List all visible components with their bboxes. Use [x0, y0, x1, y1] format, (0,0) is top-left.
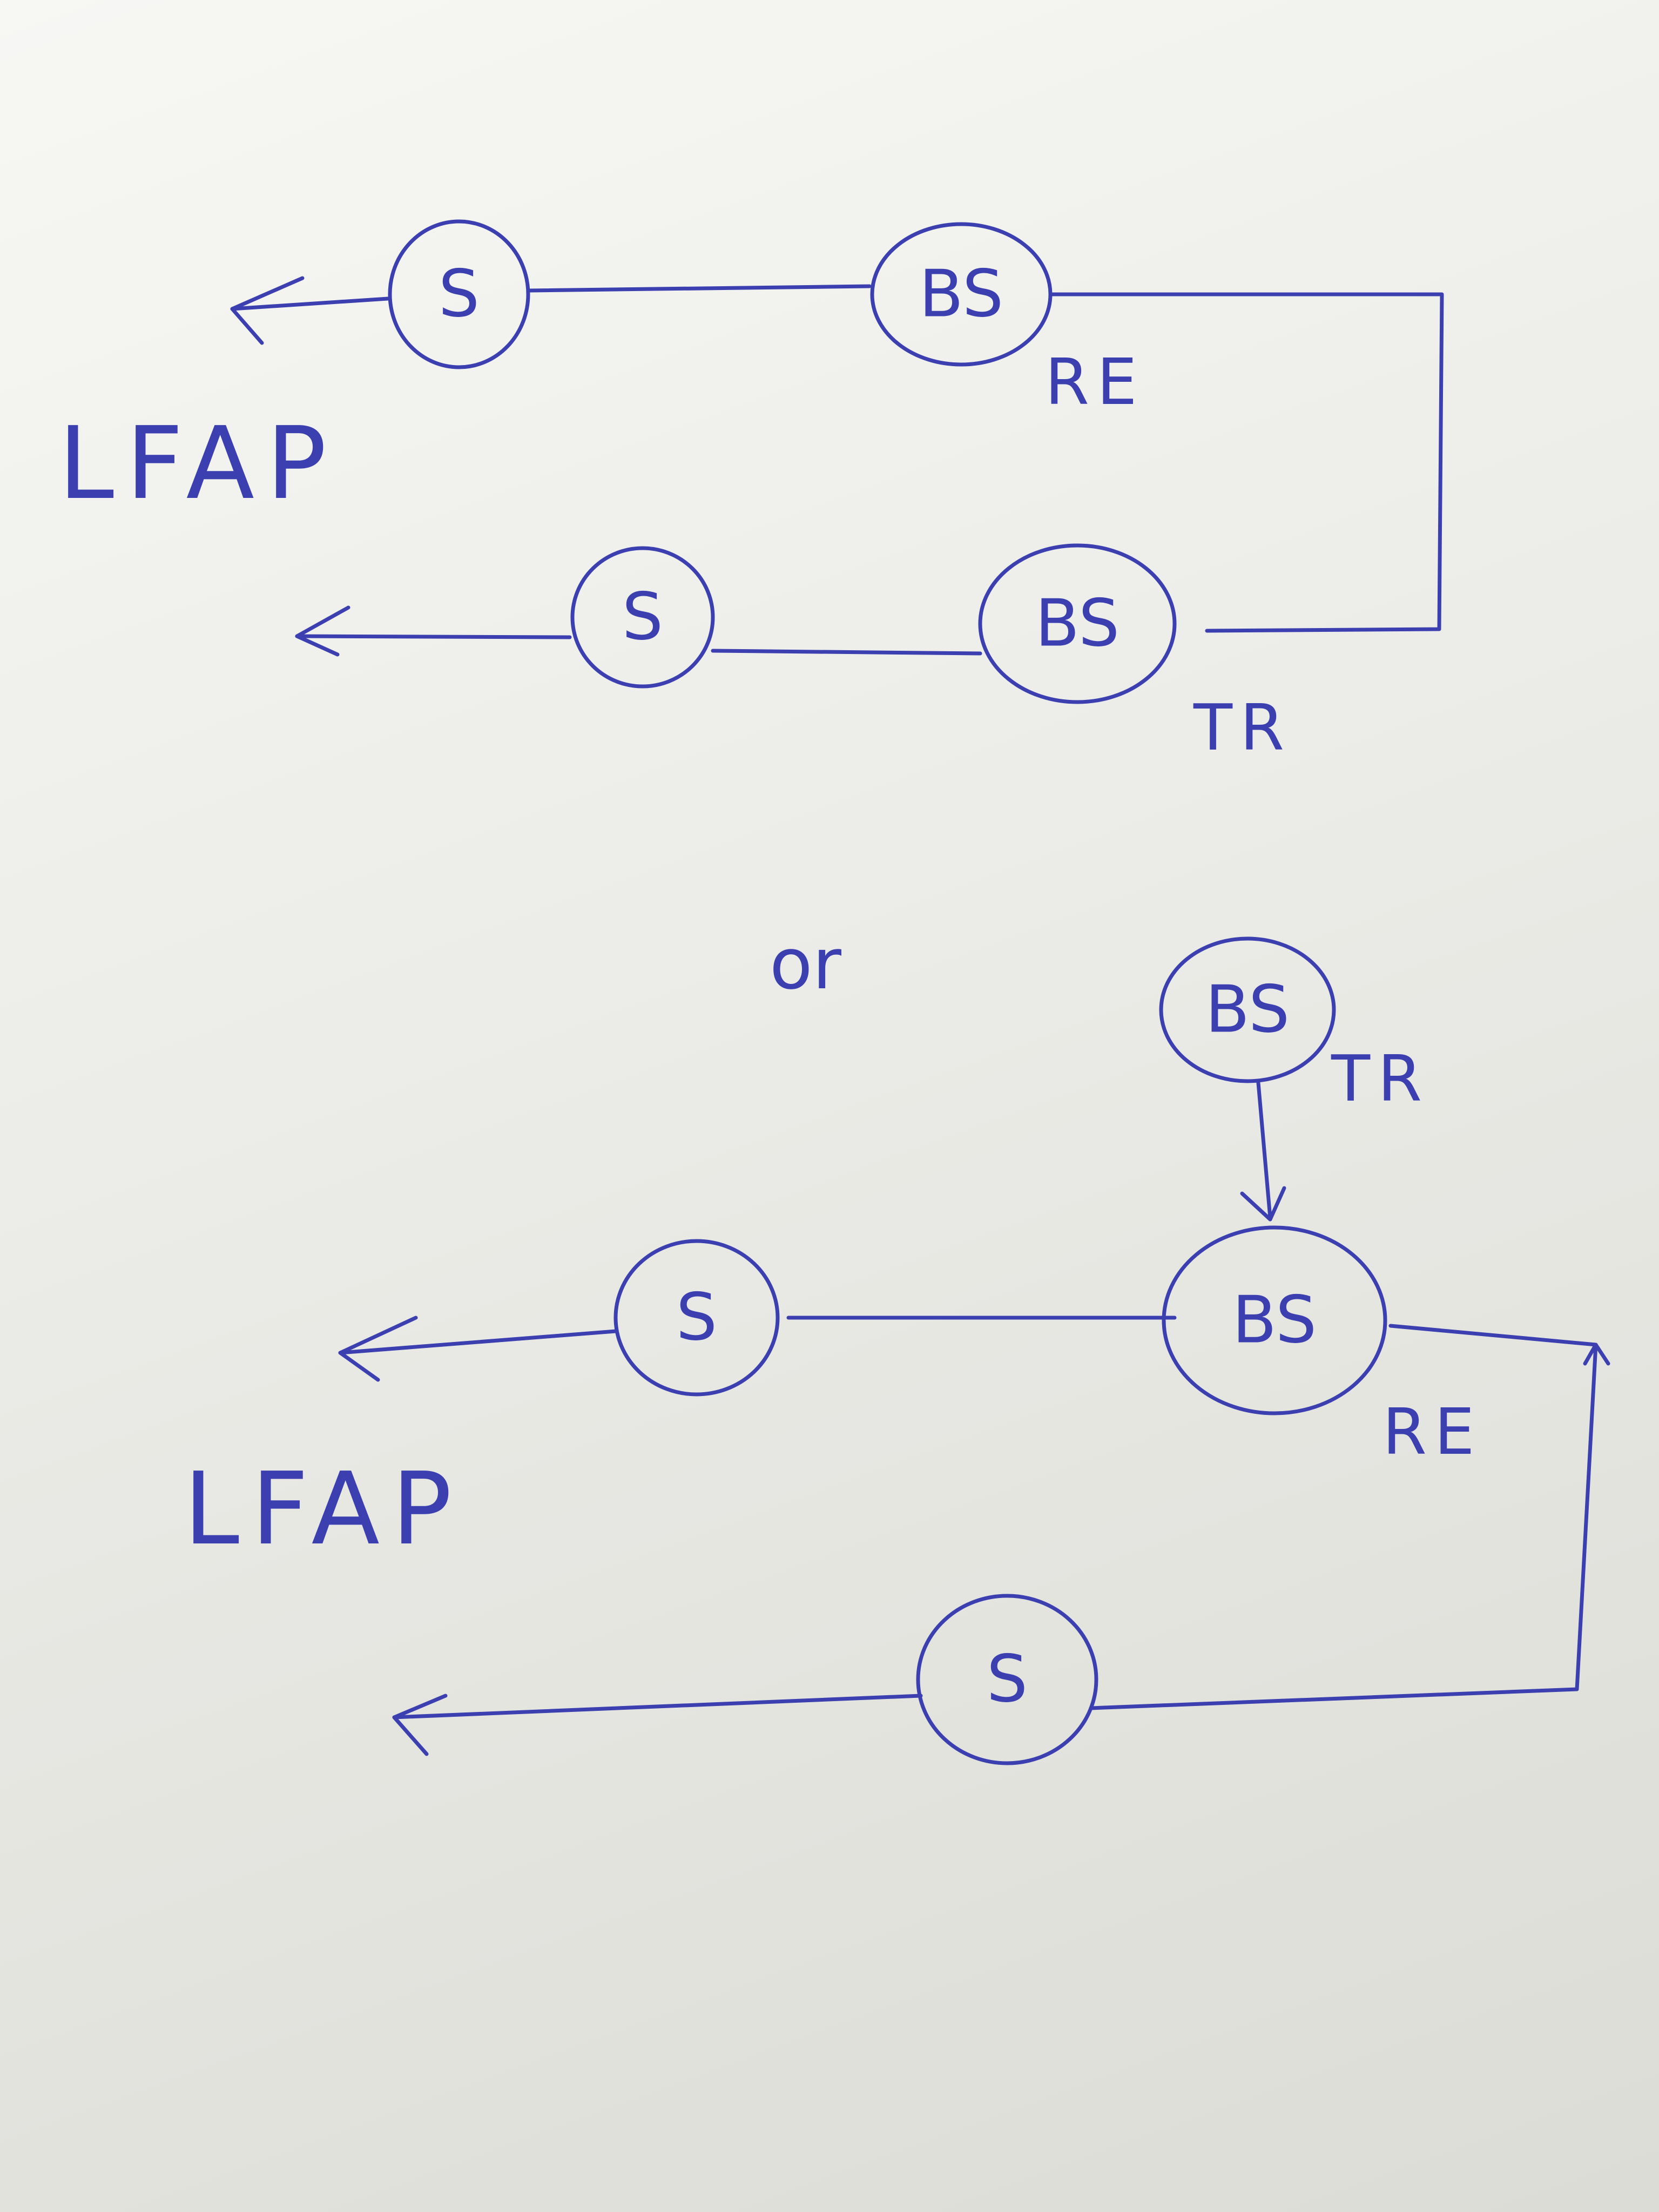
svg-text:BS: BS [1205, 973, 1290, 1048]
svg-text:S: S [676, 1280, 717, 1355]
svg-text:BS: BS [1232, 1283, 1317, 1358]
line-s-to-bs-re [527, 284, 872, 293]
svg-text:S: S [622, 580, 663, 655]
arrow-lfap-bottom [295, 634, 572, 639]
line-bs-tr-to-s [711, 649, 982, 656]
arrowhead-lfap-bottom-2 [392, 1694, 448, 1756]
node-bs-tr: BS [978, 543, 1177, 704]
arrow-bs-tr-to-bs-re [1256, 1081, 1272, 1220]
arrowhead-bs-tr-to-bs-re [1240, 1186, 1286, 1222]
svg-text:BS: BS [919, 257, 1003, 332]
arrowhead-lfap-top [230, 276, 305, 345]
arrowhead-loop-up [1583, 1343, 1610, 1366]
arrowhead-lfap-bottom [295, 605, 350, 657]
separator-or: or [770, 923, 842, 1005]
node-bs-re: BS [870, 222, 1053, 367]
node-s-mid: S [613, 1239, 780, 1397]
label-lfap: LFAP [58, 405, 339, 522]
arrow-lfap-mid [338, 1329, 618, 1355]
arrow-lfap-bottom [392, 1694, 923, 1719]
label-re: RE [1382, 1394, 1482, 1469]
label-lfap: LFAP [184, 1451, 464, 1567]
svg-text:S: S [987, 1642, 1028, 1717]
node-s-bottom: S [916, 1594, 1098, 1765]
loop-s-bottom-to-bs-re [1089, 1324, 1598, 1710]
svg-text:S: S [439, 257, 480, 332]
diagram-1: S BS S BS RE TR LFAP [58, 219, 1444, 765]
arrow-lfap-top [230, 296, 390, 311]
arrowhead-lfap-mid [338, 1316, 418, 1382]
label-re: RE [1045, 345, 1145, 419]
node-bs-tr: BS [1159, 936, 1336, 1083]
diagram-2: BS BS S S TR RE LFAP [184, 936, 1610, 1765]
node-s-top: S [388, 219, 530, 369]
node-s-bottom: S [570, 546, 715, 689]
node-bs-re: BS [1162, 1225, 1387, 1415]
label-tr: TR [1331, 1041, 1429, 1116]
label-tr: TR [1193, 690, 1292, 765]
loop-bs-re-to-bs-tr [1048, 292, 1444, 633]
svg-text:BS: BS [1035, 586, 1120, 662]
